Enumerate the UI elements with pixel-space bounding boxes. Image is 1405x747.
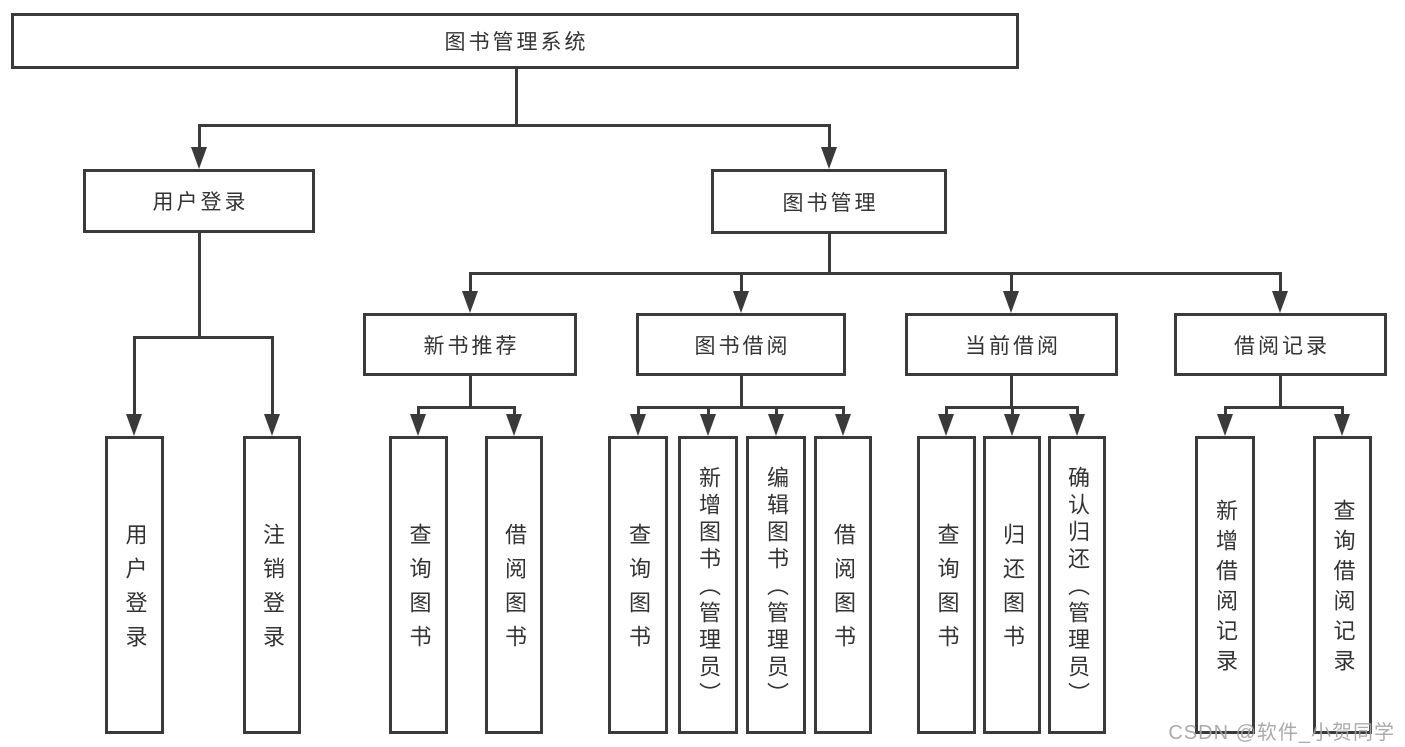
arrow-down-icon: [1272, 291, 1288, 313]
node-label: 借阅记录: [1234, 334, 1330, 358]
arrow-down-icon: [264, 414, 280, 436]
node-label: 确认归还（管理员）: [1065, 466, 1090, 709]
node-label: 图书管理: [782, 191, 879, 215]
node-label: 新增借阅记录: [1213, 499, 1238, 679]
node-label: 编辑图书（管理员）: [764, 466, 789, 709]
arrow-down-icon: [1217, 414, 1233, 436]
connector-line: [133, 336, 136, 416]
node-label: 归还图书: [1000, 523, 1025, 659]
node-borrowing-query-books: 查询图书: [608, 436, 668, 734]
connector-line: [469, 272, 1282, 275]
node-logout: 注销登录: [243, 436, 301, 734]
node-recommend-borrow-books: 借阅图书: [485, 436, 543, 734]
node-label: 当前借阅: [965, 334, 1061, 358]
connector-line: [1076, 406, 1079, 416]
connector-line: [637, 406, 845, 409]
arrow-down-icon: [700, 414, 716, 436]
connector-line: [1279, 376, 1282, 406]
connector-line: [198, 233, 201, 336]
connector-line: [775, 406, 778, 416]
node-current-query-books: 查询图书: [917, 436, 976, 734]
connector-line: [1279, 272, 1282, 293]
node-label: 图书借阅: [694, 334, 791, 358]
node-book-borrowing: 图书借阅: [636, 313, 846, 376]
connector-line: [828, 234, 831, 272]
connector-line: [198, 124, 201, 149]
node-current-borrowing: 当前借阅: [905, 313, 1118, 376]
node-label: 用户登录: [122, 523, 148, 659]
connector-line: [469, 376, 472, 406]
csdn-watermark: CSDN @软件_小贺同学: [1168, 722, 1395, 744]
connector-line: [1224, 406, 1227, 416]
node-user-login-group: 用户登录: [83, 169, 315, 233]
node-label: 新增图书（管理员）: [696, 466, 721, 709]
node-label: 查询图书: [934, 523, 960, 659]
arrow-down-icon: [768, 414, 784, 436]
connector-line: [271, 336, 274, 416]
connector-line: [637, 406, 640, 416]
connector-line: [842, 406, 845, 416]
node-label: 借阅图书: [502, 523, 527, 659]
node-label: 借阅图书: [831, 523, 856, 659]
node-label: 新书推荐: [423, 334, 520, 358]
connector-line: [469, 272, 472, 293]
node-user-login: 用户登录: [105, 436, 164, 734]
connector-line: [1341, 406, 1344, 416]
arrow-down-icon: [1003, 291, 1019, 313]
arrow-down-icon: [462, 291, 478, 313]
node-label: 查询图书: [626, 523, 651, 659]
node-borrowing-records: 借阅记录: [1174, 313, 1387, 376]
node-label: 查询图书: [406, 523, 432, 659]
node-edit-book-admin: 编辑图书（管理员）: [746, 436, 806, 734]
node-library-management-system: 图书管理系统: [11, 13, 1019, 69]
node-label: 图书管理系统: [444, 31, 589, 54]
arrow-down-icon: [821, 147, 837, 169]
node-new-book-recommend: 新书推荐: [363, 313, 577, 376]
connector-line: [1224, 406, 1344, 409]
arrow-down-icon: [1334, 414, 1350, 436]
arrow-down-icon: [835, 414, 851, 436]
arrow-down-icon: [1004, 414, 1020, 436]
connector-line: [133, 336, 273, 339]
connector-line: [198, 124, 831, 127]
connector-line: [417, 406, 420, 416]
node-label: 用户登录: [152, 191, 249, 214]
node-borrowing-borrow-books: 借阅图书: [814, 436, 872, 734]
node-recommend-query-books: 查询图书: [389, 436, 448, 734]
node-confirm-return-admin: 确认归还（管理员）: [1048, 436, 1106, 734]
arrow-down-icon: [630, 414, 646, 436]
connector-line: [740, 272, 743, 293]
connector-line: [1011, 406, 1014, 416]
connector-line: [417, 406, 516, 409]
arrow-down-icon: [126, 414, 142, 436]
connector-line: [707, 406, 710, 416]
connector-line: [515, 68, 518, 124]
arrow-down-icon: [410, 414, 426, 436]
arrow-down-icon: [506, 414, 522, 436]
connector-line: [828, 124, 831, 149]
connector-line: [740, 376, 743, 406]
node-return-books: 归还图书: [983, 436, 1041, 734]
arrow-down-icon: [191, 147, 207, 169]
arrow-down-icon: [1069, 414, 1085, 436]
connector-line: [1010, 272, 1013, 293]
connector-line: [945, 406, 948, 416]
node-label: 注销登录: [260, 523, 285, 659]
arrow-down-icon: [938, 414, 954, 436]
arrow-down-icon: [733, 291, 749, 313]
connector-line: [1010, 376, 1013, 406]
node-label: 查询借阅记录: [1330, 499, 1356, 679]
node-add-borrow-record: 新增借阅记录: [1195, 436, 1255, 734]
connector-line: [513, 406, 516, 416]
node-query-borrow-record: 查询借阅记录: [1313, 436, 1372, 734]
node-book-management: 图书管理: [711, 169, 947, 234]
node-add-book-admin: 新增图书（管理员）: [678, 436, 738, 734]
